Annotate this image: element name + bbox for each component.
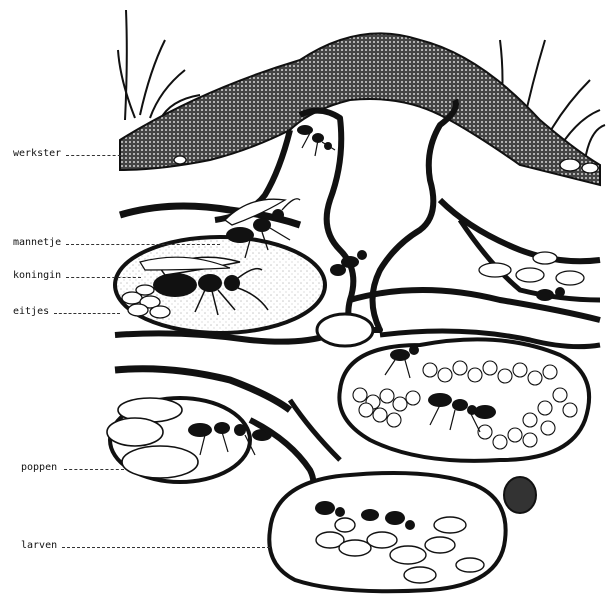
label-larven: larven [20,540,58,552]
label-koningin: koningin [12,270,62,282]
label-mannetje: mannetje [12,237,62,249]
leader-eitjes [54,313,120,314]
leader-larven [62,547,270,548]
label-werkster: werkster [12,148,62,160]
leader-mannetje [66,244,220,245]
label-poppen: poppen [20,462,58,474]
worker-ant [297,125,335,156]
leader-poppen [64,469,124,470]
label-eitjes: eitjes [12,306,50,318]
soil-mound [120,33,600,185]
leader-koningin [66,277,141,278]
worker-ant-tunnel [330,250,367,276]
leader-werkster [66,155,126,156]
